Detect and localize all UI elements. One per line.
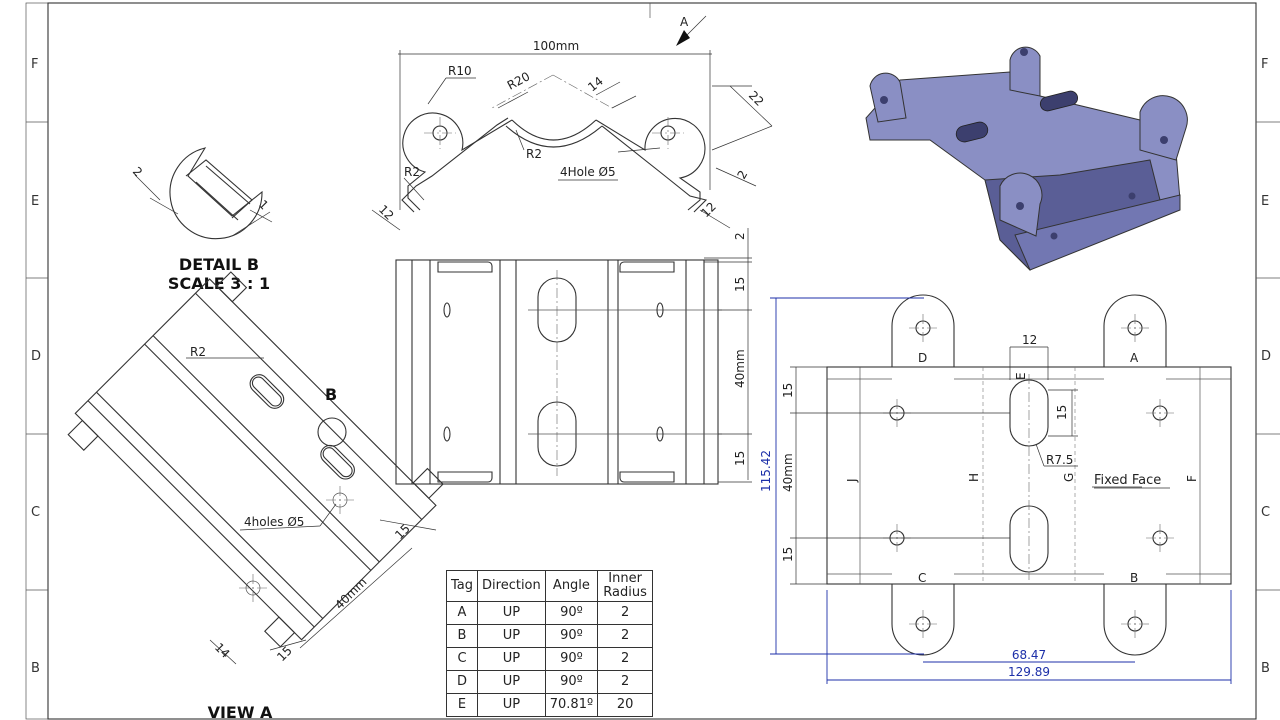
table-cell: D [445, 670, 479, 694]
table-cell: 90º [544, 601, 599, 625]
table-cell: 2 [597, 670, 654, 694]
flat-tag-f: F [1185, 475, 1199, 482]
top-view-dim-12-right: 12 [698, 199, 719, 220]
table-cell: 90º [544, 670, 599, 694]
zone-right-b: B [1261, 661, 1270, 676]
table-row: E UP 70.81º 20 [445, 693, 654, 717]
flat-pattern [770, 294, 1232, 684]
table-cell: E [445, 693, 479, 717]
table-cell: UP [477, 647, 546, 671]
bend-table-header-angle: Angle [544, 570, 599, 602]
view-a-dim-15-bottom: 15 [274, 643, 295, 664]
table-row: A UP 90º 2 [445, 601, 654, 625]
zone-right-c: C [1261, 505, 1270, 520]
front-view-dim-15-bottom: 15 [733, 451, 747, 466]
table-cell: 90º [544, 624, 599, 648]
table-cell: B [445, 624, 479, 648]
flat-dim-40: 40mm [781, 453, 795, 492]
flat-fixed-face: Fixed Face [1094, 473, 1161, 488]
view-a-annotations [186, 357, 437, 665]
table-cell: 90º [544, 647, 599, 671]
zone-left-b: B [31, 661, 40, 676]
table-cell: 2 [597, 601, 654, 625]
table-row: D UP 90º 2 [445, 670, 654, 694]
table-cell: 70.81º [544, 693, 599, 717]
top-view-dim-22: 22 [746, 88, 767, 109]
flat-r75: R7.5 [1046, 453, 1073, 467]
front-view-dim-2: 2 [733, 232, 747, 240]
view-arrow-label-a: A [680, 15, 689, 29]
top-view-width-dim: 100mm [533, 39, 579, 53]
table-cell: UP [477, 670, 546, 694]
table-row: C UP 90º 2 [445, 647, 654, 671]
top-view-r2-left: R2 [404, 165, 420, 179]
flat-overall-height: 115.42 [759, 450, 773, 492]
view-a-holes-note: 4holes Ø5 [244, 515, 304, 529]
top-view-r20: R20 [505, 69, 532, 92]
flat-tag-e: E [1014, 372, 1028, 380]
sheet-border [25, 2, 1280, 720]
table-cell: 2 [597, 647, 654, 671]
front-view [395, 228, 752, 485]
isometric-model [865, 46, 1188, 271]
view-a-r2: R2 [190, 345, 206, 359]
zone-left-d: D [31, 349, 41, 364]
flat-tag-c: C [918, 571, 926, 585]
top-view-profile [371, 15, 773, 231]
table-cell: UP [477, 624, 546, 648]
flat-slot-width: 12 [1022, 333, 1037, 347]
flat-dim-15-bottom: 15 [781, 547, 795, 562]
detail-b-dim-left: 2 [130, 164, 145, 179]
flat-dim-6847: 68.47 [1012, 648, 1046, 662]
flat-tag-a: A [1130, 351, 1139, 365]
bend-table-header-inner-radius: Inner Radius [597, 570, 654, 602]
zone-right-e: E [1261, 194, 1269, 209]
flat-tag-d: D [918, 351, 927, 365]
view-a-dim-40: 40mm [332, 575, 369, 612]
table-row: B UP 90º 2 [445, 624, 654, 648]
flat-dim-15-top: 15 [781, 383, 795, 398]
zone-left-f: F [31, 57, 38, 72]
front-view-dim-40: 40mm [733, 349, 747, 388]
flat-tag-h: H [967, 473, 981, 482]
table-cell: UP [477, 601, 546, 625]
view-a-title: VIEW A [208, 703, 273, 720]
zone-left-c: C [31, 505, 40, 520]
flat-dim-12989: 129.89 [1008, 665, 1050, 679]
flat-tag-b: B [1130, 571, 1138, 585]
flat-slot-15: 15 [1055, 405, 1069, 420]
flat-tag-g: G [1062, 473, 1076, 482]
top-view-dim-2: 2 [734, 168, 750, 182]
detail-b-title: DETAIL B [179, 255, 259, 274]
table-cell: A [445, 601, 479, 625]
top-view-dim-12-left: 12 [376, 202, 397, 223]
top-view-r10: R10 [448, 64, 472, 78]
table-cell: 20 [597, 693, 654, 717]
table-cell: C [445, 647, 479, 671]
bend-table-header-direction: Direction [477, 570, 546, 602]
detail-b-view [134, 147, 273, 240]
bend-table-header-tag: Tag [445, 570, 479, 602]
view-a-dim-15-top: 15 [392, 521, 413, 542]
table-cell: 2 [597, 624, 654, 648]
view-a [67, 271, 444, 648]
top-view-holes-note: 4Hole Ø5 [560, 165, 616, 179]
view-a-detail-tag: B [325, 385, 337, 404]
front-view-dim-15-top: 15 [733, 277, 747, 292]
table-cell: UP [477, 693, 546, 717]
top-view-r2-mid: R2 [526, 147, 542, 161]
zone-left-e: E [31, 194, 39, 209]
zone-right-f: F [1261, 57, 1268, 72]
bend-table: Tag Direction Angle Inner Radius A UP 90… [445, 570, 654, 717]
flat-tag-j: J [845, 478, 859, 483]
bend-table-header: Tag Direction Angle Inner Radius [445, 570, 654, 602]
zone-right-d: D [1261, 349, 1271, 364]
